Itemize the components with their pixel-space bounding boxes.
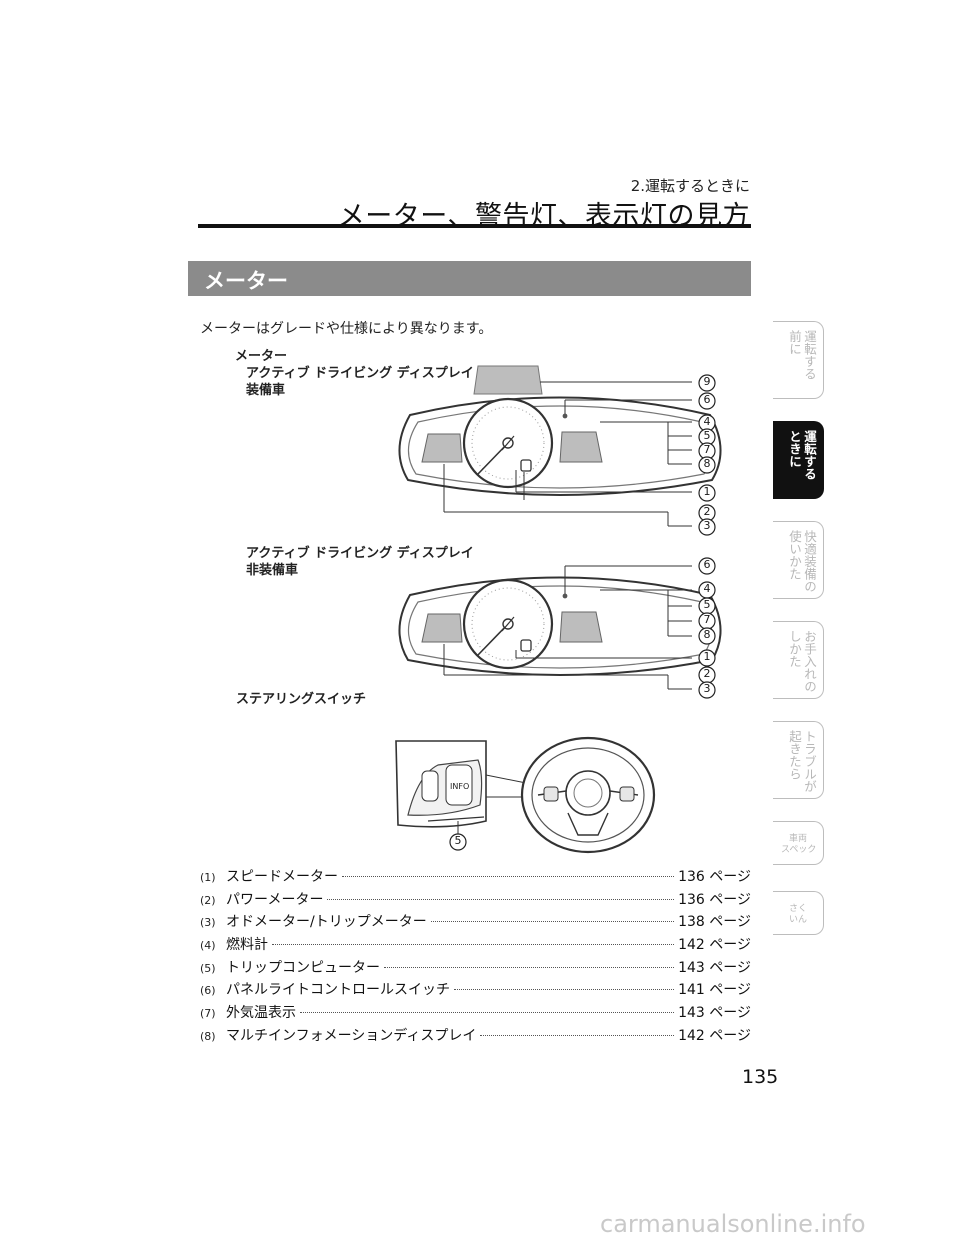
callout-marker: 1 <box>698 649 716 671</box>
info-button-label: INFO <box>450 782 469 791</box>
callout-marker: 8 <box>698 627 716 649</box>
callout-marker: 9 <box>698 374 716 396</box>
side-tab-before-driving[interactable]: 運転する 前に <box>773 321 824 399</box>
callout-marker: 7 <box>698 612 716 634</box>
chapter-heading: 2.運転するときに <box>630 177 750 195</box>
side-tab-maintenance[interactable]: お手入れの しかた <box>773 621 824 699</box>
cluster-illustration-with-ad <box>398 365 722 527</box>
active-driving-display-panel <box>473 365 543 395</box>
section-bar: メーター <box>188 261 751 296</box>
side-tab-while-driving[interactable]: 運転する ときに <box>773 421 824 499</box>
meter-label: メーター <box>235 349 288 364</box>
cluster-illustration-without-ad <box>398 565 722 690</box>
callout-marker: 3 <box>698 518 716 540</box>
steering-switch-illustration: INFO <box>395 736 656 854</box>
callout-marker: 1 <box>698 484 716 506</box>
side-tab-specifications[interactable]: 車両 スペック <box>773 821 824 865</box>
without-ad-label-line2: 非装備車 <box>246 563 299 578</box>
steering-switch-label: ステアリングスイッチ <box>236 692 367 707</box>
intro-text: メーターはグレードや仕様により異なります。 <box>200 321 493 337</box>
side-tab-comfort-equipment[interactable]: 快適装備の 使いかた <box>773 521 824 599</box>
page-number: 135 <box>742 1066 779 1088</box>
odometer-window <box>520 459 532 472</box>
side-tab-troubleshooting[interactable]: トラブルが 起きたら <box>773 721 824 799</box>
watermark: carmanualsonline.info <box>600 1210 866 1238</box>
with-ad-label-line1: アクティブ ドライビング ディスプレイ <box>246 366 474 381</box>
title-underline <box>198 224 751 228</box>
callout-steering: 5 <box>449 833 467 855</box>
callout-marker: 8 <box>698 456 716 478</box>
side-tab-index[interactable]: さく いん <box>773 891 824 935</box>
callout-marker: 6 <box>698 392 716 414</box>
callout-marker: 3 <box>698 681 716 703</box>
with-ad-label-line2: 装備車 <box>246 383 286 398</box>
without-ad-label-line1: アクティブ ドライビング ディスプレイ <box>246 546 474 561</box>
callout-marker: 6 <box>698 557 716 579</box>
section-title: メーター <box>204 269 288 293</box>
